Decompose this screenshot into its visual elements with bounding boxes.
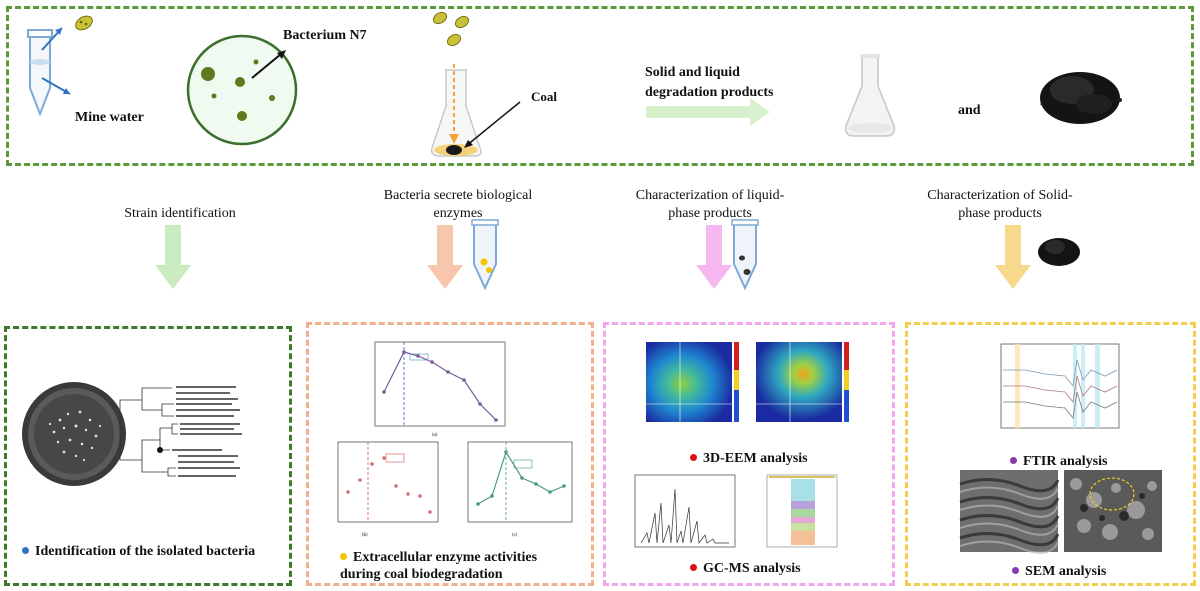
ftir-spectra xyxy=(1000,343,1120,429)
enzyme-caption: Extracellular enzyme activities during c… xyxy=(340,549,580,583)
svg-text:(a): (a) xyxy=(432,432,438,437)
bacterium-label: Bacterium N7 xyxy=(283,28,367,43)
liquid-tube-icon xyxy=(731,219,759,291)
identification-caption: Identification of the isolated bacteria xyxy=(22,543,284,560)
enzyme-chart-c: (c) xyxy=(467,441,573,537)
enzyme-panel xyxy=(306,322,594,586)
gcms-label: GC-MS analysis xyxy=(703,561,801,576)
empty-flask-icon xyxy=(844,54,896,137)
mine-water-tube-icon xyxy=(27,15,93,117)
products-label: Solid and liquid degradation products xyxy=(645,65,774,100)
enzyme-chart-b: (b) xyxy=(337,441,439,537)
down-arrow-green-icon xyxy=(155,225,191,289)
svg-text:(b): (b) xyxy=(362,532,368,537)
eem-label: 3D-EEM analysis xyxy=(703,451,808,466)
petri-dish-icon xyxy=(186,34,298,146)
enzyme-label: Extracellular enzyme activities during c… xyxy=(340,550,538,582)
eem-dot-icon xyxy=(690,454,697,462)
ftir-label: FTIR analysis xyxy=(1023,454,1108,469)
solid-coal-icon xyxy=(1038,238,1080,266)
liquid-phase-panel xyxy=(603,322,895,586)
ftir-caption: FTIR analysis xyxy=(1010,453,1130,470)
eem-contour-1 xyxy=(646,342,739,422)
step-secrete-enzymes: Bacteria secrete biological enzymes xyxy=(383,188,533,221)
enzyme-tube-icon xyxy=(471,219,499,291)
and-label: and xyxy=(958,103,981,118)
down-arrow-yellow-icon xyxy=(995,225,1031,289)
solid-phase-panel xyxy=(905,322,1196,586)
identification-label: Identification of the isolated bacteria xyxy=(35,544,256,559)
agar-plate-image xyxy=(22,382,126,486)
eem-caption: 3D-EEM analysis xyxy=(690,450,850,467)
down-arrow-pink-icon xyxy=(696,225,732,289)
sem-image-2 xyxy=(1064,470,1162,552)
gcms-dot-icon xyxy=(690,564,697,572)
process-box xyxy=(6,6,1194,166)
coal-label: Coal xyxy=(531,89,557,104)
ftir-dot-icon xyxy=(1010,457,1017,465)
enzyme-chart-a: (a) xyxy=(374,341,506,437)
coal-flask-icon xyxy=(430,11,521,157)
sem-dot-icon xyxy=(1012,567,1019,575)
identification-dot-icon xyxy=(22,547,29,555)
step-liquid-products: Characterization of liquid-phase product… xyxy=(635,188,785,221)
identification-panel xyxy=(4,326,292,586)
svg-text:(c): (c) xyxy=(512,532,518,537)
step-strain-identification: Strain identification xyxy=(124,206,236,221)
down-arrow-orange-icon xyxy=(427,225,463,289)
right-arrow-icon xyxy=(646,98,770,126)
gcms-caption: GC-MS analysis xyxy=(690,560,840,577)
eem-contour-2 xyxy=(756,342,849,422)
sem-image-1 xyxy=(959,470,1060,554)
gcms-stacked-bar xyxy=(766,474,838,548)
mine-water-label: Mine water xyxy=(75,110,144,125)
coal-powder-icon xyxy=(1040,72,1122,124)
sem-caption: SEM analysis xyxy=(1012,563,1132,580)
gcms-chromatogram xyxy=(634,474,736,548)
sem-label: SEM analysis xyxy=(1025,564,1107,579)
enzyme-dot-icon xyxy=(340,553,347,561)
step-solid-products: Characterization of Solid-phase products xyxy=(927,188,1073,221)
phylogenetic-tree-image xyxy=(119,386,242,477)
